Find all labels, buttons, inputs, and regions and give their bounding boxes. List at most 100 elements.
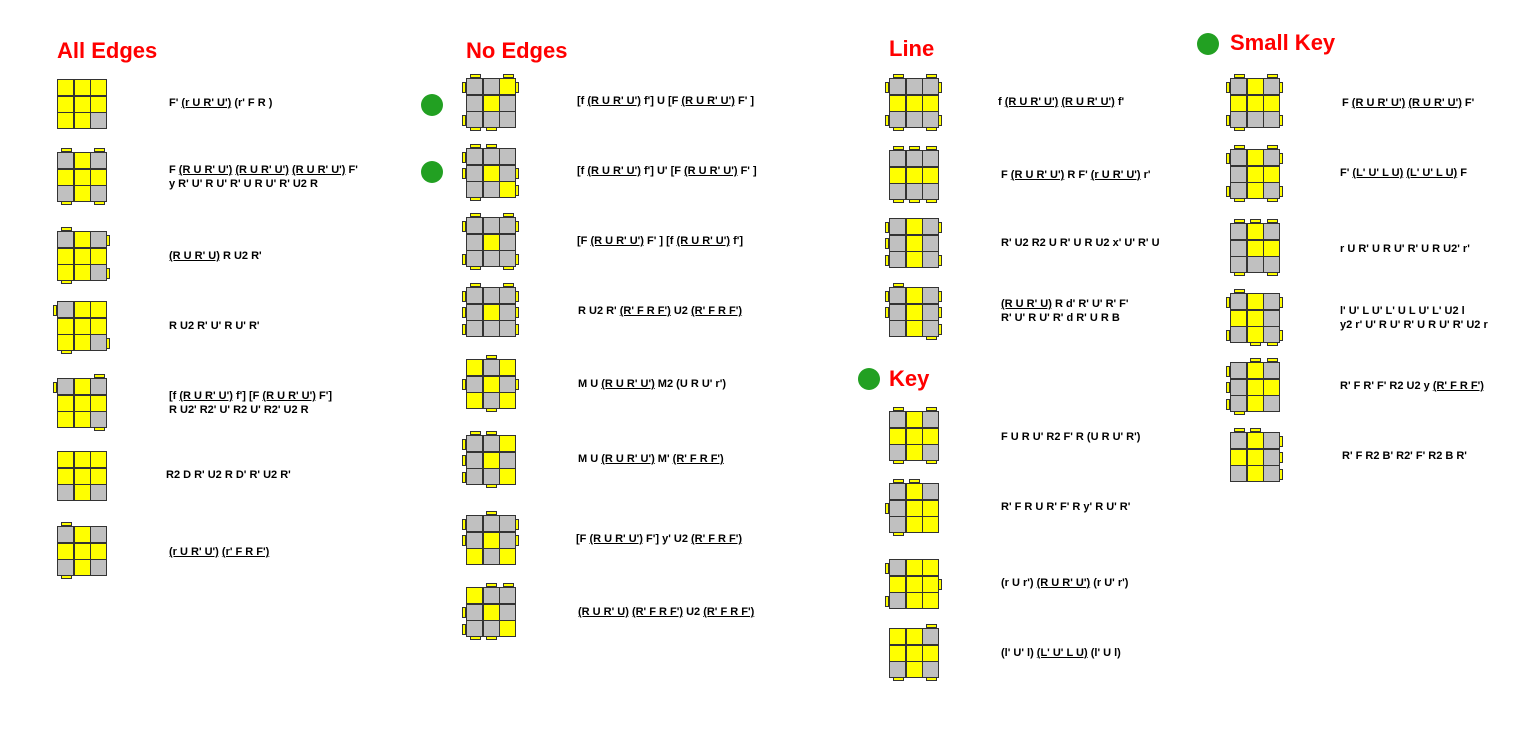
gray-sticker [1231, 166, 1246, 182]
side-sticker [925, 460, 937, 464]
gray-sticker [1247, 257, 1263, 272]
side-sticker [502, 583, 514, 587]
side-sticker [462, 81, 466, 93]
yellow-sticker [74, 395, 90, 411]
yellow-sticker [91, 302, 106, 317]
yellow-sticker [91, 468, 106, 484]
yellow-sticker [1264, 379, 1279, 395]
yellow-sticker [906, 645, 922, 661]
algorithm-line: [f (R U R' U') f'] U' [F (R U R' U') F' … [577, 165, 757, 177]
side-sticker [1226, 152, 1230, 164]
yellow-sticker [74, 169, 90, 185]
top-face-grid [889, 411, 939, 461]
yellow-sticker [906, 484, 922, 499]
top-face-grid [1230, 149, 1280, 199]
yellow-sticker [58, 169, 73, 185]
side-sticker [1279, 452, 1283, 463]
top-face-grid [57, 451, 107, 501]
side-sticker [469, 127, 481, 131]
side-sticker [925, 677, 937, 681]
algorithm-text: F U R U' R2 F' R (U R U' R') [1001, 430, 1140, 444]
yellow-sticker [58, 395, 73, 411]
gray-sticker [91, 232, 106, 247]
side-sticker [515, 307, 519, 318]
oll-case-diagram [1226, 428, 1283, 484]
algorithm-text: (l' U' l) (L' U' L U) (l' U l) [1001, 646, 1121, 660]
algorithm-text: F' (r U R' U') (r' F R ) [169, 96, 272, 110]
side-sticker [1233, 74, 1245, 78]
side-sticker [925, 336, 937, 340]
algorithm-line: R' F R2 B' R2' F' R2 B R' [1342, 450, 1467, 462]
top-face-grid [1230, 432, 1280, 482]
algorithm-text: R2 D R' U2 R D' R' U2 R' [166, 468, 291, 482]
gray-sticker [483, 182, 499, 197]
top-face-grid [466, 359, 516, 409]
gray-sticker [483, 321, 499, 336]
side-sticker [1266, 145, 1278, 149]
gray-sticker [890, 445, 905, 460]
yellow-sticker [483, 532, 499, 548]
yellow-sticker [906, 560, 922, 575]
gray-sticker [467, 149, 482, 164]
gray-sticker [91, 379, 106, 394]
gray-sticker [91, 153, 106, 168]
side-sticker [1233, 198, 1245, 202]
side-sticker [892, 460, 904, 464]
gray-sticker [483, 112, 499, 127]
yellow-sticker [906, 412, 922, 427]
yellow-sticker [1247, 294, 1263, 309]
side-sticker [892, 74, 904, 78]
gray-sticker [890, 184, 905, 199]
side-sticker [892, 283, 904, 287]
side-sticker [106, 234, 110, 246]
algorithm-line: [f (R U R' U') f'] U [F (R U R' U') F' ] [577, 95, 755, 107]
yellow-sticker [1247, 327, 1263, 342]
side-sticker [515, 379, 519, 390]
algorithm-text: M U (R U R' U') M2 (U R U' r') [578, 377, 726, 391]
algorithm-line: R' U' R U' R' d R' U R B [1001, 312, 1120, 324]
side-sticker [60, 148, 72, 152]
yellow-sticker [500, 436, 515, 451]
gray-sticker [1231, 240, 1246, 256]
gray-sticker [890, 321, 905, 336]
gray-sticker [467, 251, 482, 266]
oll-case-diagram [53, 447, 109, 503]
side-sticker [515, 168, 519, 179]
yellow-sticker [91, 318, 106, 334]
gray-sticker [890, 112, 905, 127]
algorithm-line: F (R U R' U') (R U R' U') (R U R' U') F' [169, 164, 358, 176]
side-sticker [515, 518, 519, 530]
yellow-sticker [923, 645, 938, 661]
gray-sticker [1231, 433, 1246, 448]
gray-sticker [500, 532, 515, 548]
side-sticker [53, 381, 57, 393]
side-sticker [462, 471, 466, 483]
gray-sticker [467, 516, 482, 531]
side-sticker [885, 562, 889, 574]
side-sticker [1250, 342, 1261, 346]
top-face-grid [1230, 293, 1280, 343]
top-face-grid [57, 79, 107, 129]
gray-sticker [923, 151, 938, 166]
algorithm-line: [f (R U R' U') f'] [F (R U R' U') F'] [169, 390, 332, 402]
yellow-sticker [923, 167, 938, 183]
algorithm-line: (R U R' U) (R' F R F') U2 (R' F R F') [578, 606, 755, 618]
yellow-sticker [58, 80, 73, 95]
side-sticker [469, 197, 481, 201]
yellow-sticker [74, 248, 90, 264]
gray-sticker [906, 151, 922, 166]
oll-case-diagram [53, 374, 109, 431]
yellow-sticker [74, 80, 90, 95]
yellow-sticker [1247, 95, 1263, 111]
top-face-grid [57, 378, 107, 428]
yellow-sticker [500, 182, 515, 197]
gray-sticker [500, 604, 515, 620]
side-sticker [885, 81, 889, 93]
side-sticker [93, 427, 105, 431]
yellow-sticker [906, 428, 922, 444]
side-sticker [486, 511, 497, 515]
top-face-grid [466, 78, 516, 128]
side-sticker [892, 479, 904, 483]
gray-sticker [500, 95, 515, 111]
algorithm-line: F (R U R' U') R F' (r U R' U') r' [1001, 169, 1151, 181]
